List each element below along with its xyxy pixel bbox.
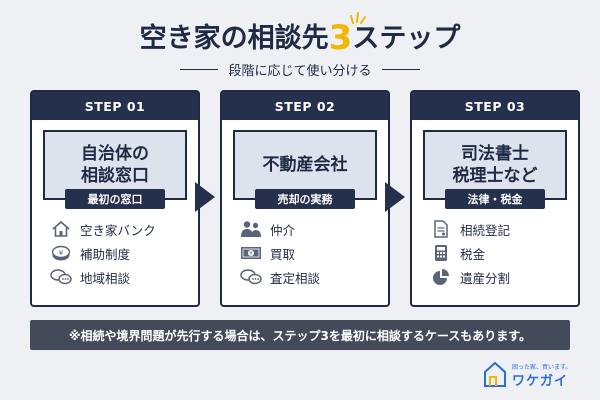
item-text: 仲介	[270, 222, 296, 238]
step-label: STEP 02	[222, 92, 388, 120]
step-main-title: 不動産会社	[233, 130, 377, 200]
list-item: 相続登記	[430, 217, 578, 241]
step-tag: 最初の窓口	[65, 189, 165, 209]
step-label: STEP 03	[412, 92, 578, 120]
house-logo-icon	[484, 361, 506, 387]
logo-name: ワケガイ	[512, 374, 569, 389]
chat-bubbles-icon	[50, 268, 72, 286]
list-item: ¥ 補助制度	[50, 241, 198, 265]
chat-bubbles-icon	[240, 268, 262, 286]
step-card-3: STEP 03 司法書士 税理士など 法律・税金 相続登記 税金 遺産分割	[410, 90, 580, 307]
house-icon	[50, 220, 72, 238]
page-title: 空き家の相談先3ステップ	[0, 12, 600, 58]
note-banner: ※相続や境界問題が先行する場合は、ステップ3を最初に相談するケースもあります。	[30, 320, 570, 350]
item-text: 補助制度	[80, 246, 131, 262]
title-number: 3	[328, 18, 353, 58]
list-item: 空き家バンク	[50, 217, 198, 241]
people-icon	[240, 220, 262, 238]
title-text-before: 空き家の相談先	[139, 23, 329, 54]
step-main-title: 自治体の 相談窓口	[43, 130, 187, 200]
item-text: 地域相談	[80, 270, 131, 286]
list-item: 遺産分割	[430, 265, 578, 289]
calculator-icon	[430, 244, 452, 262]
step-tag: 売却の実務	[255, 189, 355, 209]
list-item: 地域相談	[50, 265, 198, 289]
arrow-right-icon	[385, 182, 405, 212]
arrow-right-icon	[195, 182, 215, 212]
svg-text:¥: ¥	[249, 251, 252, 257]
banknote-icon: ¥	[240, 244, 262, 262]
document-icon	[430, 220, 452, 238]
logo-tagline: 困った家、買います。	[512, 364, 572, 371]
pie-chart-icon	[430, 268, 452, 286]
sparkle-icon	[350, 12, 366, 24]
svg-text:¥: ¥	[59, 249, 64, 257]
yen-coin-icon: ¥	[50, 244, 72, 262]
item-text: 査定相談	[270, 270, 321, 286]
brand-logo: 困った家、買います。 ワケガイ	[482, 358, 572, 390]
list-item: 仲介	[240, 217, 388, 241]
subtitle-text: 段階に応じて使い分ける	[228, 64, 372, 79]
list-item: 税金	[430, 241, 578, 265]
list-item: ¥ 買取	[240, 241, 388, 265]
step-tag: 法律・税金	[445, 189, 545, 209]
item-text: 相続登記	[460, 222, 511, 238]
title-text-after: ステップ	[352, 23, 461, 54]
item-text: 買取	[270, 246, 296, 262]
subtitle-rule-left	[180, 68, 219, 71]
list-item: 査定相談	[240, 265, 388, 289]
item-text: 空き家バンク	[80, 222, 156, 238]
item-text: 税金	[460, 246, 486, 262]
step-card-1: STEP 01 自治体の 相談窓口 最初の窓口 空き家バンク ¥ 補助制度 地域…	[30, 90, 200, 307]
item-text: 遺産分割	[460, 270, 511, 286]
subtitle: 段階に応じて使い分ける	[0, 60, 600, 79]
step-label: STEP 01	[32, 92, 198, 120]
step-main-title: 司法書士 税理士など	[423, 130, 567, 200]
step-card-2: STEP 02 不動産会社 売却の実務 仲介 ¥ 買取 査定相談	[220, 90, 390, 307]
subtitle-rule-right	[381, 68, 420, 71]
